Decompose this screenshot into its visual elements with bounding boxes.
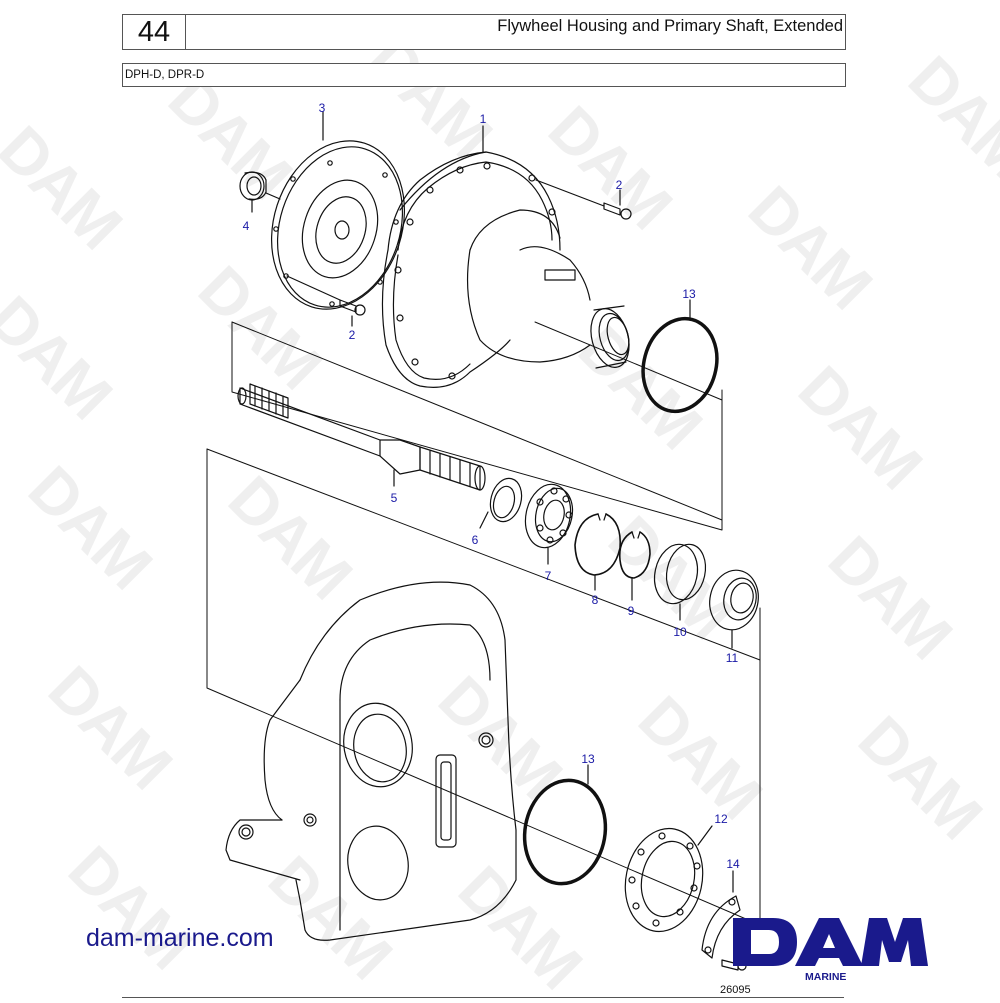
callout-7[interactable]: 7: [544, 569, 552, 583]
gear-housing: [225, 581, 517, 941]
part-6-seal-ring: [479, 477, 523, 529]
callout-6[interactable]: 6: [471, 533, 479, 547]
brand-subtitle: MARINE: [805, 971, 847, 983]
callout-1[interactable]: 1: [479, 112, 487, 126]
part-1-flywheel-housing: [381, 125, 630, 388]
callout-14[interactable]: 14: [726, 857, 740, 871]
callout-2-upper[interactable]: 2: [615, 178, 623, 192]
callout-2-lower[interactable]: 2: [348, 328, 356, 342]
callout-3[interactable]: 3: [318, 101, 326, 115]
part-12-flange-plate: [624, 825, 713, 933]
callout-13-lower[interactable]: 13: [581, 752, 595, 766]
part-13-o-ring-lower: [522, 764, 608, 886]
assembly-guide-lines: [206, 321, 761, 926]
part-2-bolt-lower: [339, 299, 366, 327]
page-title: Flywheel Housing and Primary Shaft, Exte…: [497, 17, 843, 35]
callout-11[interactable]: 11: [725, 651, 739, 665]
dam-logo: [733, 918, 928, 966]
callout-8[interactable]: 8: [591, 593, 599, 607]
website-link[interactable]: dam-marine.com: [86, 924, 274, 952]
callout-9[interactable]: 9: [627, 604, 635, 618]
callout-10[interactable]: 10: [673, 625, 687, 639]
part-4-seal: [239, 171, 267, 213]
part-7-ball-bearing: [524, 483, 574, 565]
page-header: 44 Flywheel Housing and Primary Shaft, E…: [122, 14, 846, 50]
footer-divider: [122, 997, 844, 998]
page-number: 44: [123, 15, 186, 49]
model-bar: DPH-D, DPR-D: [122, 63, 846, 87]
callout-13-upper[interactable]: 13: [682, 287, 696, 301]
figure-number: 26095: [720, 984, 751, 996]
part-5-primary-shaft: [237, 383, 486, 491]
part-11-oil-seal: [709, 569, 759, 649]
part-3-damper-plate: [265, 111, 406, 310]
part-13-o-ring-upper: [641, 299, 719, 414]
part-9-circlip: [618, 531, 651, 601]
callout-12[interactable]: 12: [714, 812, 728, 826]
part-10-sleeve: [653, 543, 707, 621]
part-2-bolt-upper: [535, 179, 632, 220]
callout-4[interactable]: 4: [242, 219, 250, 233]
callout-5[interactable]: 5: [390, 491, 398, 505]
model-list: DPH-D, DPR-D: [125, 69, 205, 81]
part-8-circlip: [574, 513, 622, 591]
